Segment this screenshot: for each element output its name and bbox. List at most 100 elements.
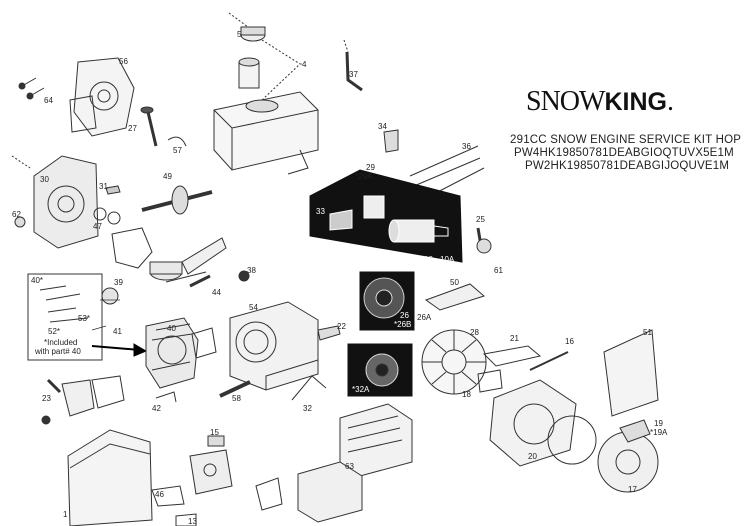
label-part-64: 64: [44, 96, 53, 105]
label-part-33: 33: [316, 207, 325, 216]
callout-box: [27, 273, 103, 361]
bracket-46-part: [151, 485, 185, 507]
label-part-22: 22: [337, 322, 346, 331]
label-part-44: 44: [212, 288, 221, 297]
oil-fill-cap-part: [101, 287, 119, 305]
label-part-50: 50: [450, 278, 459, 287]
label-part-61: 61: [494, 266, 503, 275]
fuel-cap-part: [228, 12, 266, 42]
label-part-16: 16: [565, 337, 574, 346]
muffler-part: [297, 461, 363, 523]
part-13: [175, 513, 197, 526]
label-part-28: 28: [470, 328, 479, 337]
label-part-31: 31: [99, 182, 108, 191]
label-part-30: 30: [40, 175, 49, 184]
label-part-56: 56: [119, 57, 128, 66]
label-part-19a: *19A: [650, 428, 668, 437]
label-part-34: 34: [378, 122, 387, 131]
label-part-49: 49: [163, 172, 172, 181]
muffler-bracket-part: [255, 477, 283, 511]
label-part-27: 27: [128, 124, 137, 133]
intake-part: [61, 379, 95, 417]
label-part-62: 62: [12, 210, 21, 219]
callout-ref: 40*: [31, 276, 44, 285]
cooling-fan-part: [421, 329, 487, 395]
bracket-21-part: [482, 345, 542, 367]
piston-assembly-part: [149, 237, 227, 288]
bracket-50-part: [424, 283, 486, 311]
label-part-42: 42: [152, 404, 161, 413]
wire-part: [291, 375, 327, 401]
label-part-57: 57: [173, 146, 182, 155]
bracket-42-part: [155, 391, 177, 403]
starter-switch-part: [329, 195, 385, 231]
label-part-38: 38: [247, 266, 256, 275]
callout-sub-53: 53*: [78, 314, 91, 323]
callout-note-1: *Included: [44, 338, 78, 347]
bolts-part: [18, 77, 45, 100]
shroud-51-part: [603, 329, 659, 417]
label-part-21: 21: [510, 334, 519, 343]
callout-note-2: with part# 40: [35, 347, 81, 356]
callout-sub-52: 52*: [48, 327, 61, 336]
lever-part: [317, 325, 341, 341]
label-part-54: 54: [249, 303, 258, 312]
label-part-29a: *29A: [355, 172, 373, 181]
bolt-38-part: [238, 270, 250, 282]
label-part-26a: 26A: [417, 313, 432, 322]
label-part-29: 29: [366, 163, 375, 172]
part-18: [477, 369, 503, 393]
label-part-13: 13: [188, 517, 197, 526]
gasket-ring-part: [547, 415, 597, 465]
label-part-20: 20: [528, 452, 537, 461]
blower-housing-part: [67, 429, 153, 526]
label-part-37: 37: [349, 70, 358, 79]
label-part-47: 47: [93, 222, 102, 231]
fuel-strainer-part: [238, 57, 260, 89]
label-part-39: 39: [114, 278, 123, 287]
label-part-46: 46: [155, 490, 164, 499]
oil-seal-part: [14, 216, 26, 228]
snowking-logo: SNOWKING.: [526, 86, 674, 117]
label-part-26b: *26B: [394, 320, 412, 329]
title-line-1: 291CC SNOW ENGINE SERVICE KIT HOP: [510, 134, 742, 146]
label-part-10: 10: [424, 255, 433, 264]
title-line-2: PW4HK19850781DEABGIOQTUVX5E1M: [514, 147, 734, 159]
intake-gasket-part: [91, 375, 125, 409]
governor-part: [105, 185, 121, 195]
label-part-63: 63: [345, 462, 354, 471]
knob-61-part: [476, 238, 492, 254]
label-part-32: 32: [303, 404, 312, 413]
fuel-tank-part: [213, 39, 319, 175]
push-rod-part: [219, 380, 251, 398]
label-part-4: 4: [302, 60, 307, 69]
cylinder-head-part: [145, 317, 199, 389]
title-line-3: PW2HK19850781DEABGIJOQUVE1M: [525, 160, 730, 172]
crankcase-part: [11, 155, 99, 249]
label-part-36: 36: [462, 142, 471, 151]
crankshaft-part: [141, 185, 213, 215]
sensor-34-part: [383, 129, 399, 153]
gasket-part: [111, 227, 153, 269]
engine-block-part: [229, 301, 319, 391]
label-part-25: 25: [476, 215, 485, 224]
starter-handle-part: [619, 419, 651, 443]
label-part-5: 5: [237, 30, 242, 39]
clip-part: [167, 136, 187, 147]
label-part-17: 17: [628, 485, 637, 494]
label-part-15: 15: [210, 428, 219, 437]
crankcase-cover-part: [69, 57, 135, 137]
label-part-10a: 10A: [440, 255, 455, 264]
label-part-1: 1: [63, 510, 68, 519]
label-part-58: 58: [232, 394, 241, 403]
head-gasket-part: [191, 327, 217, 359]
carb-cap-part: [207, 435, 225, 447]
part-16: [529, 351, 569, 371]
dipstick-part: [146, 111, 158, 147]
label-part-23: 23: [42, 394, 51, 403]
electric-starter-part: [388, 219, 449, 243]
label-part-40: 40: [167, 324, 176, 333]
label-part-32a: *32A: [352, 385, 370, 394]
